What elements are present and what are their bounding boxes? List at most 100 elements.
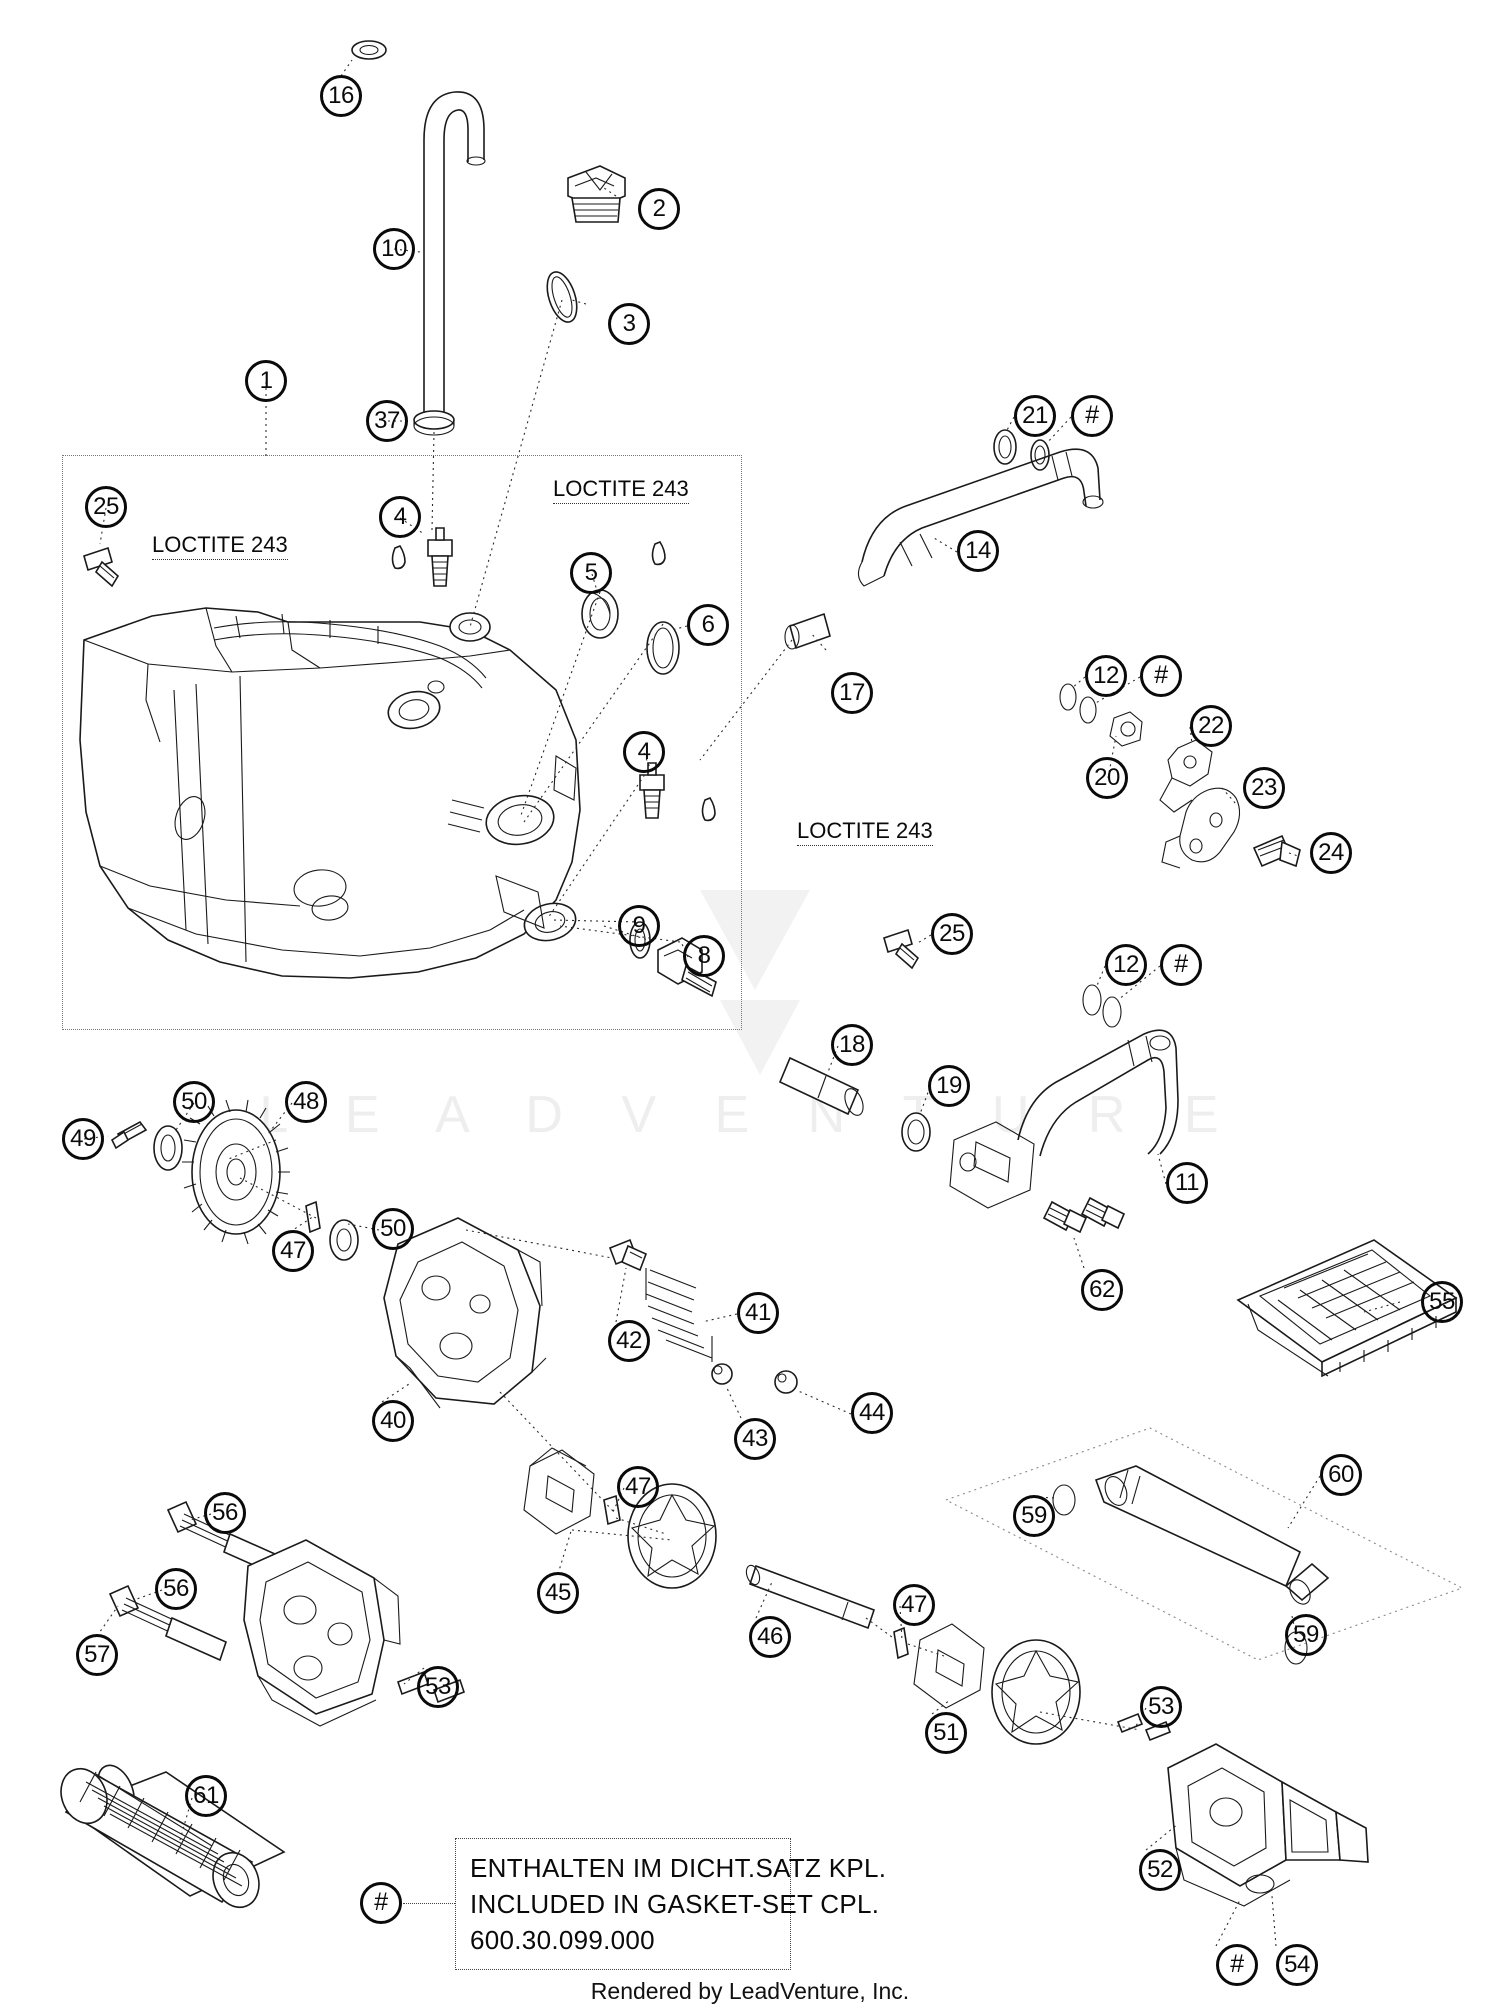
- callout-52[interactable]: 52: [1139, 1849, 1181, 1891]
- part-46-shaft: [745, 1564, 876, 1630]
- part-23-bracket: [1161, 787, 1241, 869]
- callout-43[interactable]: 43: [734, 1418, 776, 1460]
- callout-1[interactable]: 1: [245, 360, 287, 402]
- loctite-drop-mid: [701, 797, 716, 822]
- callout-47-upper[interactable]: 47: [272, 1230, 314, 1272]
- part-18-pipe: [778, 1056, 864, 1116]
- callout-22[interactable]: 22: [1190, 705, 1232, 747]
- callout-51[interactable]: 51: [925, 1712, 967, 1754]
- loctite-drop-right: [651, 541, 666, 566]
- part-25-screw-left: [83, 546, 120, 588]
- callout-45[interactable]: 45: [537, 1572, 579, 1614]
- callout-4-mid[interactable]: 4: [623, 731, 665, 773]
- part-1-engine-case: [79, 607, 581, 979]
- render-credit-footer: Rendered by LeadVenture, Inc.: [590, 1978, 910, 2004]
- callout-48[interactable]: 48: [285, 1081, 327, 1123]
- callout-60[interactable]: 60: [1320, 1454, 1362, 1496]
- callout-49[interactable]: 49: [62, 1118, 104, 1160]
- part-42-plug: [608, 1238, 648, 1272]
- callout-47-mid[interactable]: 47: [617, 1466, 659, 1508]
- callout-56-lower[interactable]: 56: [155, 1568, 197, 1610]
- legend-leader-line: [403, 1903, 455, 1904]
- callout-21[interactable]: 21: [1014, 395, 1056, 437]
- part-52-pump-cover: [1167, 1743, 1369, 1907]
- part-21-grommets: [993, 429, 1050, 471]
- part-51-rotor: [991, 1639, 1081, 1745]
- callout-37[interactable]: 37: [366, 400, 408, 442]
- callout-12-lower[interactable]: 12: [1105, 944, 1147, 986]
- part-57-housing-left: [243, 1539, 401, 1727]
- legend-line-de: ENTHALTEN IM DICHT.SATZ KPL.: [470, 1853, 887, 1883]
- part-43-ball: [711, 1363, 733, 1385]
- callout-6[interactable]: 6: [687, 604, 729, 646]
- callout-20[interactable]: 20: [1086, 757, 1128, 799]
- callout-50-left[interactable]: 50: [173, 1081, 215, 1123]
- callout-53-left[interactable]: 53: [417, 1666, 459, 1708]
- callout-44[interactable]: 44: [851, 1392, 893, 1434]
- callout-hash-21[interactable]: #: [1071, 395, 1113, 437]
- callout-54[interactable]: 54: [1276, 1944, 1318, 1986]
- callout-16[interactable]: 16: [320, 75, 362, 117]
- callout-25-left[interactable]: 25: [85, 486, 127, 528]
- callout-hash-12-upper[interactable]: #: [1140, 655, 1182, 697]
- callout-11[interactable]: 11: [1166, 1162, 1208, 1204]
- part-14-oil-hose-upper: [857, 448, 1104, 587]
- loctite-label-left: LOCTITE 243: [152, 532, 288, 560]
- loctite-label-top-right: LOCTITE 243: [553, 476, 689, 504]
- callout-4-top[interactable]: 4: [379, 496, 421, 538]
- callout-12-upper[interactable]: 12: [1085, 655, 1127, 697]
- part-11-oil-hose-lower: [1017, 1029, 1179, 1157]
- callout-3[interactable]: 3: [608, 303, 650, 345]
- callout-40[interactable]: 40: [372, 1400, 414, 1442]
- part-25-screw-right: [883, 928, 920, 970]
- callout-47-lower[interactable]: 47: [893, 1584, 935, 1626]
- part-51-rotor-bracket: [913, 1623, 985, 1709]
- callout-46[interactable]: 46: [749, 1616, 791, 1658]
- callout-18[interactable]: 18: [831, 1024, 873, 1066]
- callout-19[interactable]: 19: [928, 1065, 970, 1107]
- part-50-washer-left: [153, 1125, 183, 1171]
- callout-14[interactable]: 14: [957, 530, 999, 572]
- watermark-logo-icon: [700, 890, 810, 1075]
- part-20-nut: [1109, 711, 1143, 747]
- callout-hash-54[interactable]: #: [1216, 1944, 1258, 1986]
- callout-hash-12-lower[interactable]: #: [1160, 944, 1202, 986]
- callout-41[interactable]: 41: [737, 1292, 779, 1334]
- callout-55[interactable]: 55: [1421, 1281, 1463, 1323]
- callout-50-right[interactable]: 50: [372, 1208, 414, 1250]
- callout-61[interactable]: 61: [185, 1775, 227, 1817]
- callout-62[interactable]: 62: [1081, 1269, 1123, 1311]
- callout-2[interactable]: 2: [638, 188, 680, 230]
- legend-line-en: INCLUDED IN GASKET-SET CPL.: [470, 1889, 880, 1919]
- callout-17[interactable]: 17: [831, 672, 873, 714]
- callout-23[interactable]: 23: [1243, 767, 1285, 809]
- loctite-drop-left: [391, 545, 406, 570]
- callout-24[interactable]: 24: [1310, 832, 1352, 874]
- callout-5[interactable]: 5: [570, 552, 612, 594]
- part-3-o-ring: [546, 271, 578, 323]
- callout-42[interactable]: 42: [608, 1320, 650, 1362]
- part-2-oil-cap: [567, 165, 626, 223]
- callout-53-right[interactable]: 53: [1140, 1686, 1182, 1728]
- callout-25-right[interactable]: 25: [931, 913, 973, 955]
- leadventure-watermark: L E A D V E N T U R E: [259, 1086, 1241, 1144]
- part-12-o-rings-lower: [1082, 984, 1122, 1028]
- callout-8[interactable]: 8: [683, 935, 725, 977]
- engine-case-group-frame: [62, 455, 742, 1030]
- callout-57[interactable]: 57: [76, 1634, 118, 1676]
- part-5-seal-ring: [581, 589, 619, 639]
- callout-59-right[interactable]: 59: [1285, 1614, 1327, 1656]
- part-46-rotor: [627, 1483, 717, 1589]
- callout-10[interactable]: 10: [373, 228, 415, 270]
- legend-part-number: 600.30.099.000: [470, 1925, 655, 1955]
- callout-59-left[interactable]: 59: [1013, 1495, 1055, 1537]
- part-24-bolt: [1252, 834, 1301, 868]
- legend-hash-marker[interactable]: #: [360, 1882, 402, 1924]
- callout-9[interactable]: 9: [618, 905, 660, 947]
- callout-56-upper[interactable]: 56: [204, 1492, 246, 1534]
- part-47-pin-upper: [305, 1200, 321, 1234]
- part-37-washer: [413, 410, 455, 436]
- part-40-pump-housing: [383, 1217, 547, 1409]
